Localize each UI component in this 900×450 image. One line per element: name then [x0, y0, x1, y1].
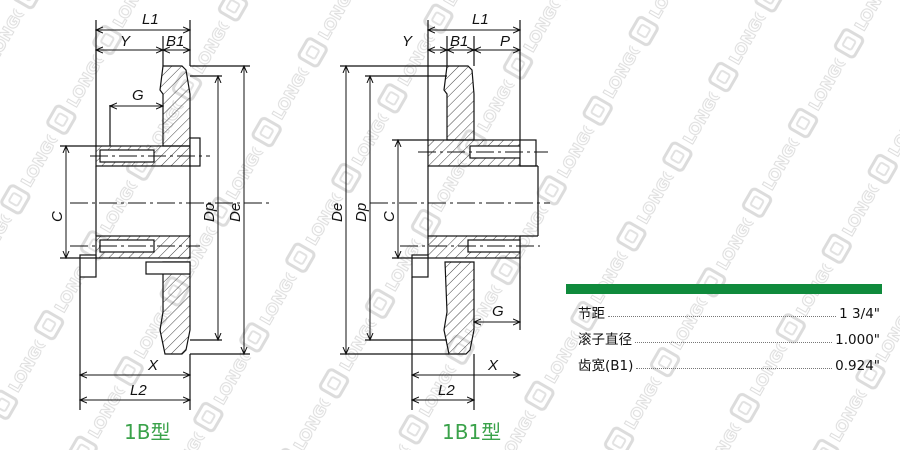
dim-b1-label-1b1: B1: [450, 33, 468, 50]
dim-dp-label: Dp: [201, 203, 218, 222]
dim-l2-label-1b1: L2: [438, 382, 455, 399]
dim-y-label-1b1: Y: [402, 33, 413, 50]
dim-c-label: C: [49, 211, 66, 222]
dim-l1-label-1b1: L1: [472, 11, 489, 28]
spec-table: 节距 1 3/4" 滚子直径 1.000" 齿宽(B1) 0.924": [566, 284, 882, 380]
sprocket-plate-top: [159, 65, 191, 147]
spec-value: 1.000": [835, 332, 880, 348]
spec-leader: [635, 342, 833, 343]
spec-row-tooth-width: 齿宽(B1) 0.924": [578, 352, 880, 374]
dim-y-label: Y: [120, 33, 131, 50]
spec-leader: [636, 368, 833, 369]
sprocket-plate-top-1b1: [443, 65, 475, 141]
dim-p-label-1b1: P: [500, 33, 510, 50]
dim-c-label-1b1: C: [381, 211, 398, 222]
sprocket-plate-bottom: [159, 261, 191, 355]
dim-l1-label: L1: [142, 11, 159, 28]
sprocket-plate-bottom-1b1: [443, 261, 475, 355]
caption-1b: 1B型: [124, 420, 171, 444]
spec-header-bar: [566, 284, 882, 294]
spec-label: 齿宽(B1): [578, 358, 634, 374]
spec-leader: [608, 316, 837, 317]
caption-1b1: 1B1型: [442, 420, 502, 444]
spec-value: 0.924": [835, 358, 880, 374]
dim-l2-label: L2: [130, 382, 147, 399]
dim-dp-label-1b1: Dp: [353, 203, 370, 222]
dim-x-label: X: [147, 357, 159, 374]
spec-label: 节距: [578, 306, 605, 322]
spec-row-roller-diameter: 滚子直径 1.000": [578, 326, 880, 348]
dim-de-label: De: [227, 203, 244, 222]
dim-g-label: G: [132, 87, 144, 104]
dim-x-label-1b1: X: [487, 357, 499, 374]
spec-value: 1 3/4": [839, 306, 880, 322]
dim-g-label-1b1: G: [492, 303, 504, 320]
spec-label: 滚子直径: [578, 332, 632, 348]
dim-de-label-1b1: De: [329, 203, 346, 222]
dim-b1-label: B1: [166, 33, 184, 50]
spec-row-pitch: 节距 1 3/4": [578, 300, 880, 322]
